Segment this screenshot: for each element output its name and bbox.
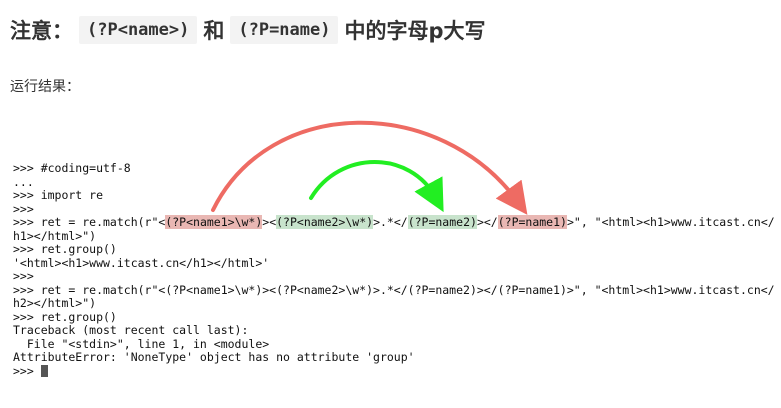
run-result-label: 运行结果： — [10, 79, 80, 95]
heading-suffix: 中的字母p大写 — [344, 19, 486, 43]
heading-prefix: 注意： — [10, 19, 73, 43]
line: >>> ret = re.match(r"<(?P<name1>\w*)><(?… — [13, 215, 775, 229]
line: AttributeError: 'NoneType' object has no… — [13, 350, 415, 364]
line: >>> #coding=utf-8 — [13, 161, 131, 175]
line: ... — [13, 174, 34, 189]
highlight-name2-group: (?P<name2>\w*) — [276, 215, 374, 229]
line: File "<stdin>", line 1, in <module> — [13, 336, 270, 351]
line: h1></html>") — [13, 228, 97, 243]
terminal-screenshot: >>> #coding=utf-8 ... >>> import re >>> … — [0, 110, 781, 408]
red-arrow-name1 — [211, 120, 528, 215]
code-segment: >", "<html><h1>www.itcast.cn</ — [566, 215, 775, 229]
line: >>> ret.group() — [13, 242, 117, 256]
terminal-output: >>> #coding=utf-8 ... >>> import re >>> … — [13, 161, 775, 378]
line: >>> import re — [13, 188, 104, 202]
heading-middle: 和 — [203, 19, 225, 43]
arrows-overlay — [211, 120, 528, 215]
line: Traceback (most recent call last): — [13, 323, 249, 337]
line: '<html><h1>www.itcast.cn</h1></html>' — [13, 255, 270, 270]
green-arrow-name2 — [309, 160, 444, 213]
prompt: >>> — [13, 363, 41, 378]
code-segment: ></ — [476, 215, 498, 229]
highlight-name2-backref: (?P=name2) — [407, 215, 477, 229]
highlight-name1-group: (?P<name1>\w*) — [165, 215, 263, 229]
line: h2></html>") — [13, 296, 97, 310]
line: >>> — [13, 364, 48, 378]
note-heading: 注意： (?P<name>) 和 (?P=name) 中的字母p大写 — [10, 12, 486, 48]
line: >>> ret = re.match(r"<(?P<name1>\w*)><(?… — [13, 282, 775, 297]
highlight-name1-backref: (?P=name1) — [497, 215, 567, 229]
line: >>> — [13, 201, 34, 216]
inline-code-named-group: (?P<name>) — [79, 16, 198, 44]
code-segment: >.*</ — [373, 215, 408, 229]
line: >>> ret.group() — [13, 309, 117, 324]
inline-code-backreference: (?P=name) — [230, 16, 339, 44]
code-segment: >>> ret = re.match(r"< — [13, 215, 166, 229]
code-segment: >< — [262, 215, 277, 229]
line: >>> — [13, 269, 34, 283]
cursor — [40, 364, 48, 377]
